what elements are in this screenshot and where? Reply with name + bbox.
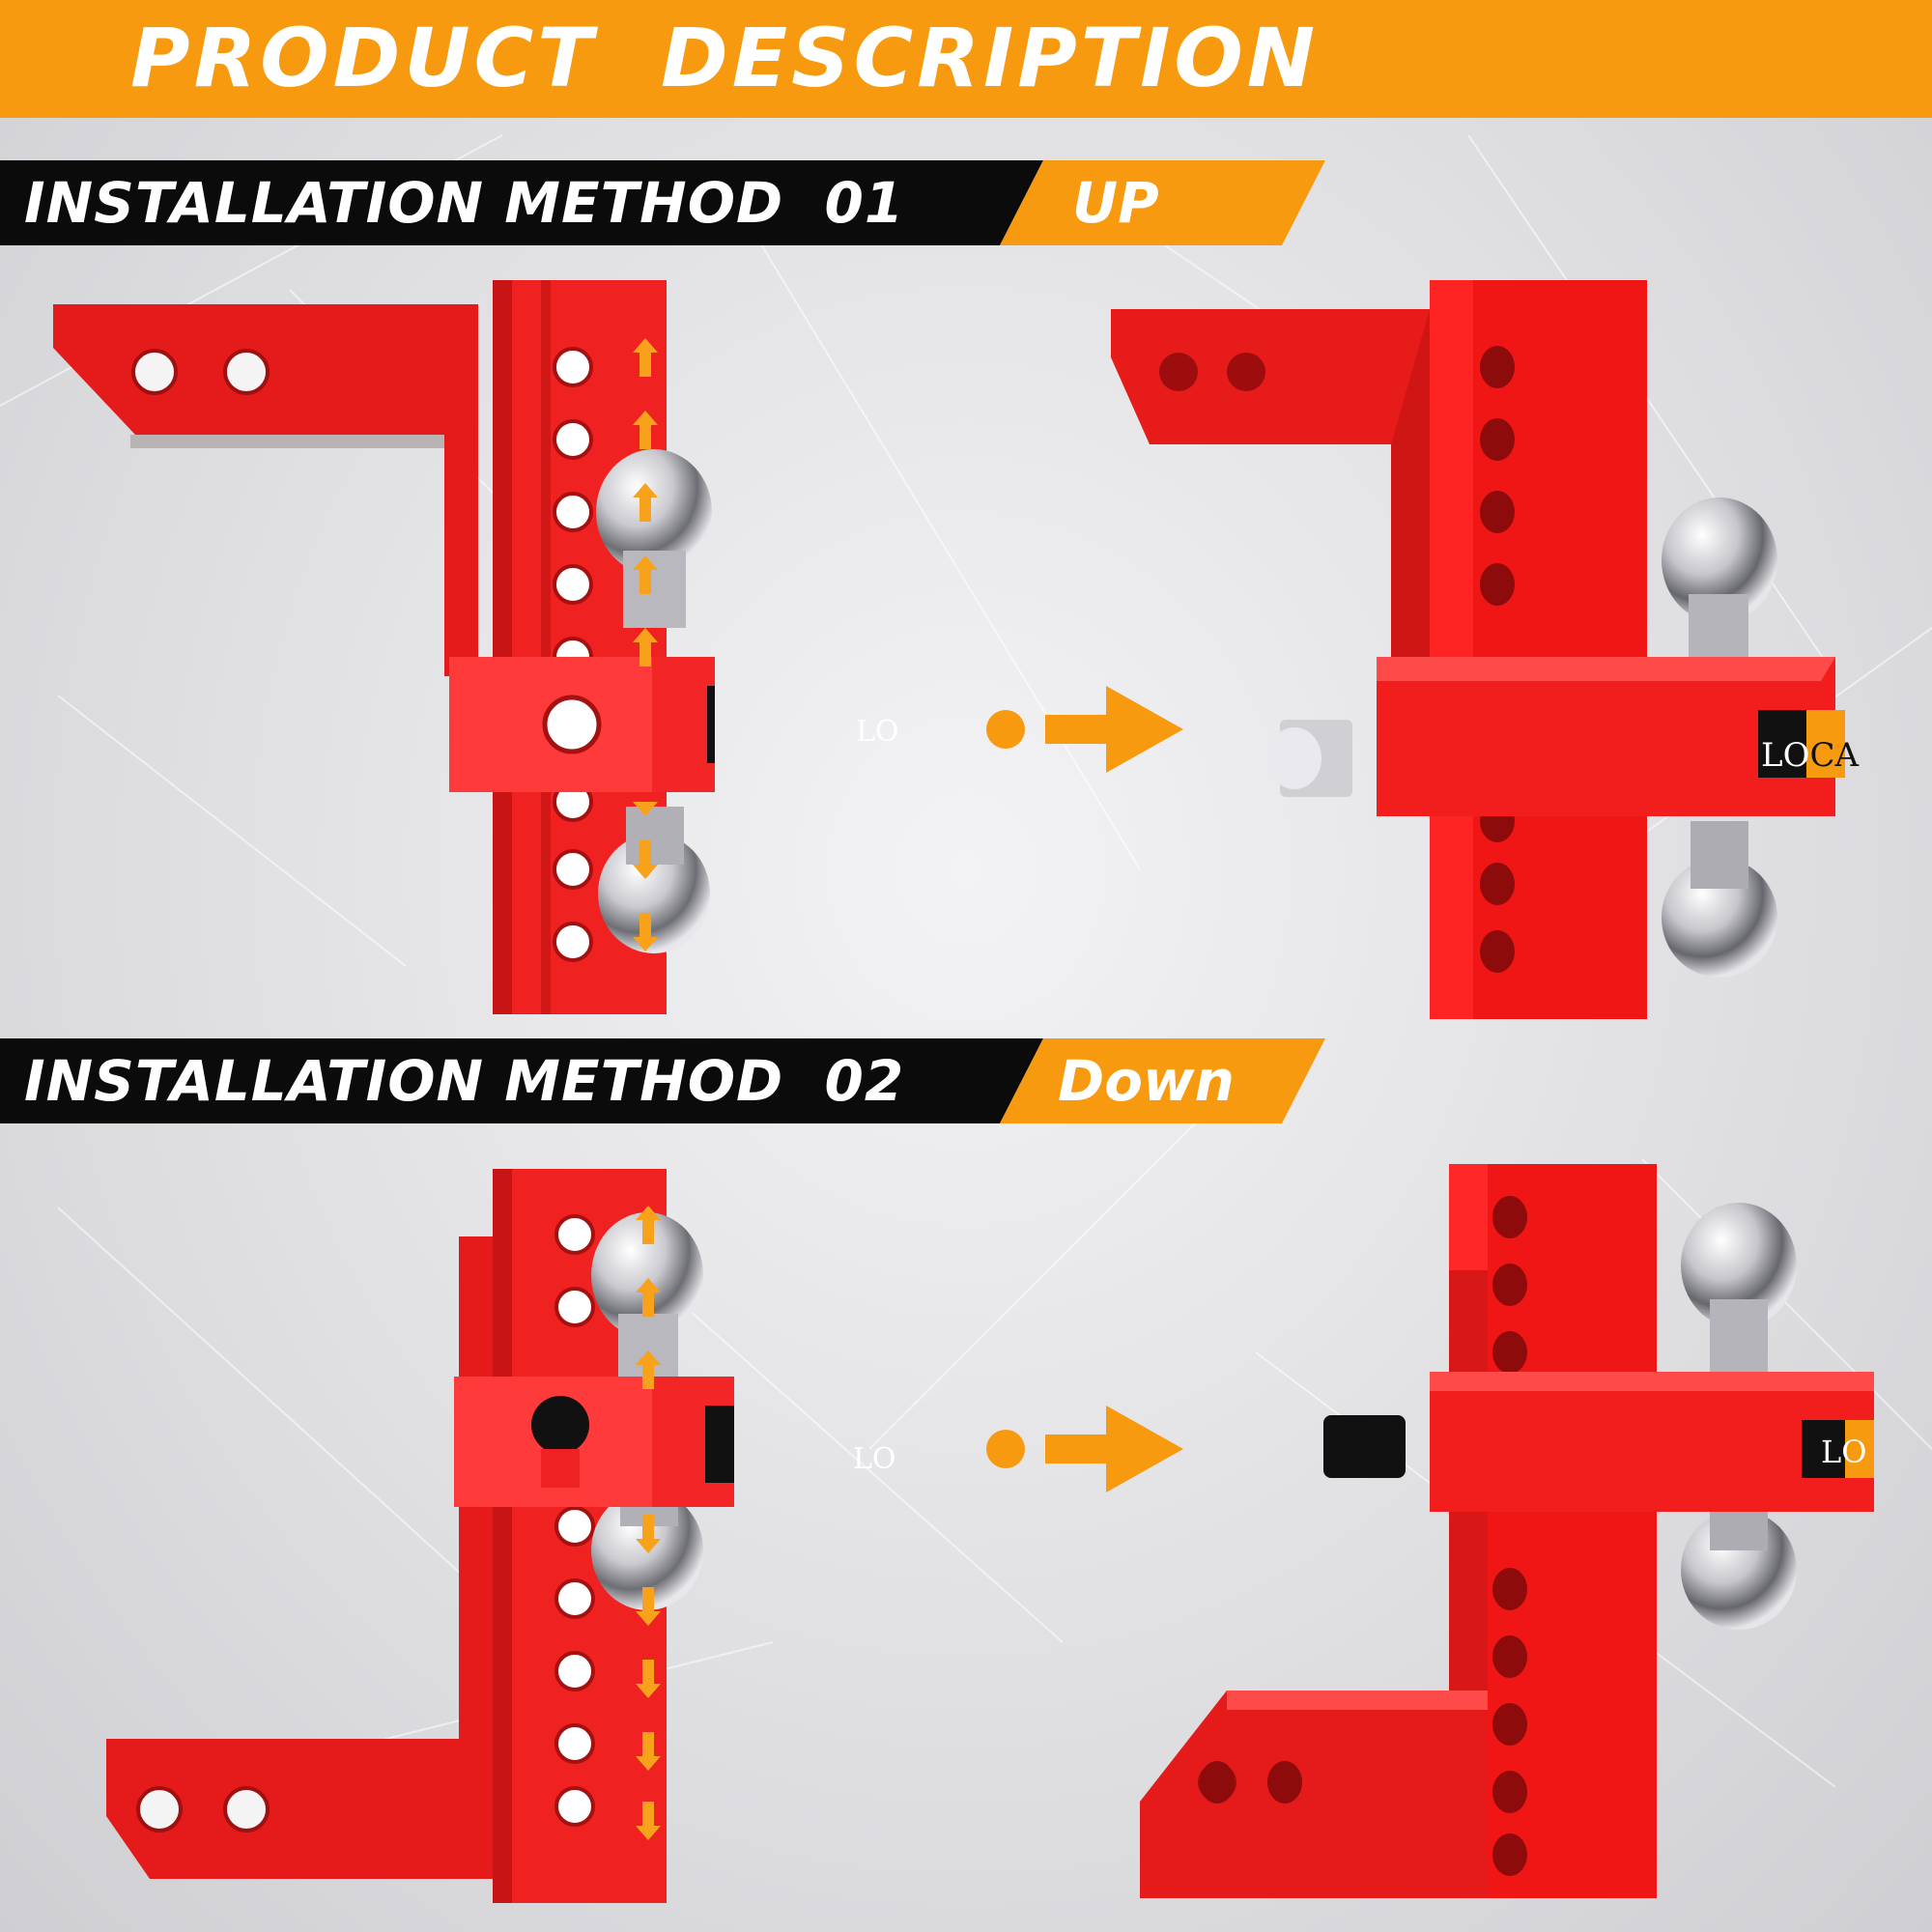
page-title: PRODUCT DESCRIPTION bbox=[130, 11, 1320, 105]
method-02-bar-shape bbox=[0, 1038, 1325, 1123]
hitch-up-after-brand: LOCA bbox=[1761, 737, 1859, 774]
method-02-bar: INSTALLATION METHOD 02 Down bbox=[0, 1038, 1328, 1123]
hitch-down-after-image bbox=[1140, 1164, 1874, 1898]
hitch-up-after-image bbox=[1111, 280, 1845, 1019]
hitch-up-before-image bbox=[53, 280, 715, 1014]
step-arrow-01 bbox=[986, 686, 1183, 773]
brand-label-lo-3: LO bbox=[853, 1442, 896, 1476]
method-02-label: INSTALLATION METHOD 02 bbox=[24, 1048, 905, 1114]
method-01-label: INSTALLATION METHOD 01 bbox=[24, 170, 905, 236]
step-arrow-02 bbox=[986, 1406, 1183, 1492]
hitch-down-after-brand: LO bbox=[1821, 1435, 1866, 1469]
brand-label-ca: CA bbox=[1809, 736, 1860, 775]
method-01-bar: INSTALLATION METHOD 01 UP bbox=[0, 160, 1328, 245]
method-01-direction: UP bbox=[1072, 170, 1159, 236]
brand-label-lo: LO bbox=[856, 715, 899, 749]
method-01-bar-shape bbox=[0, 160, 1325, 245]
method-02-direction: Down bbox=[1058, 1048, 1235, 1114]
hitch-down-before-image bbox=[106, 1169, 734, 1903]
brand-label-lo-2: LO bbox=[1761, 736, 1810, 775]
hitch-down-before-brand: LO bbox=[853, 1443, 896, 1476]
header-banner bbox=[0, 0, 1932, 118]
hitch-up-before-brand: LO bbox=[856, 716, 899, 749]
brand-label-lo-4: LO bbox=[1821, 1434, 1867, 1470]
